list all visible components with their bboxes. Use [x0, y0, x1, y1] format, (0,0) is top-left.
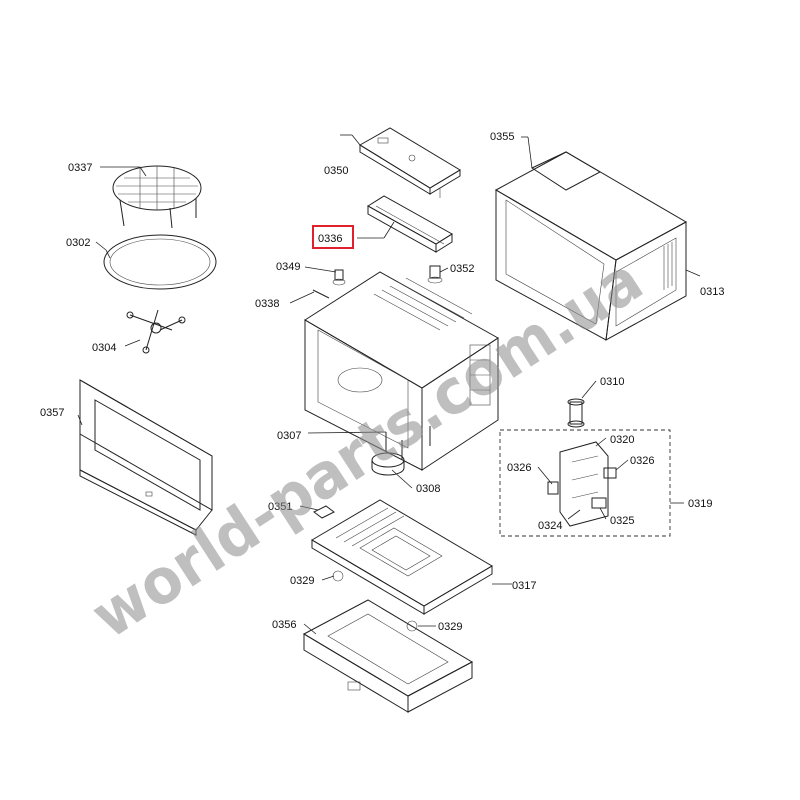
- roller-support-part: [126, 309, 186, 354]
- label-0329-left[interactable]: 0329: [290, 575, 314, 587]
- bottom-tray-part: [302, 599, 474, 713]
- part-labels: 0337 0302 0304 0357 0350 0336 0349 0352 …: [40, 131, 724, 633]
- bracket-0351-part: [313, 505, 335, 519]
- label-0310[interactable]: 0310: [600, 376, 624, 388]
- selected-part-highlight: [312, 225, 354, 249]
- label-0355[interactable]: 0355: [490, 131, 514, 143]
- label-0329-right[interactable]: 0329: [438, 621, 462, 633]
- fuse-holder-part: [567, 398, 585, 428]
- oven-cavity-part: [304, 271, 499, 471]
- label-0307[interactable]: 0307: [277, 430, 301, 442]
- grill-rack-part: [112, 165, 202, 229]
- label-0326-left[interactable]: 0326: [507, 462, 531, 474]
- label-0319[interactable]: 0319: [688, 498, 712, 510]
- label-0320[interactable]: 0320: [610, 434, 634, 446]
- top-cover-part: [359, 127, 461, 198]
- bracket-part: [367, 195, 453, 253]
- label-0302[interactable]: 0302: [66, 237, 90, 249]
- outer-casing-part: [494, 151, 688, 341]
- label-0351[interactable]: 0351: [268, 501, 292, 513]
- base-plate-part: [311, 499, 493, 615]
- label-0313[interactable]: 0313: [700, 286, 724, 298]
- door-frame-part: [79, 379, 213, 536]
- switch-assembly-group: [499, 429, 671, 537]
- label-0337[interactable]: 0337: [68, 162, 92, 174]
- leader-lines: [77, 134, 701, 635]
- label-0326-right[interactable]: 0326: [630, 455, 654, 467]
- turntable-plate-part: [103, 234, 217, 290]
- label-0325[interactable]: 0325: [610, 515, 634, 527]
- label-0352[interactable]: 0352: [450, 263, 474, 275]
- label-0357[interactable]: 0357: [40, 407, 64, 419]
- label-0356[interactable]: 0356: [272, 619, 296, 631]
- label-0338[interactable]: 0338: [255, 298, 279, 310]
- label-0324[interactable]: 0324: [538, 520, 562, 532]
- label-0308[interactable]: 0308: [416, 483, 440, 495]
- label-0349[interactable]: 0349: [276, 261, 300, 273]
- screw-0349-part: [332, 269, 346, 286]
- fixing-0352-part: [427, 265, 443, 284]
- label-0304[interactable]: 0304: [92, 342, 116, 354]
- pin-0338-part: [312, 289, 330, 299]
- turntable-motor-part: [371, 432, 405, 476]
- label-0350[interactable]: 0350: [324, 165, 348, 177]
- watermark-text: world-parts.com.ua: [78, 243, 655, 653]
- label-0317[interactable]: 0317: [512, 580, 536, 592]
- label-0336[interactable]: 0336: [318, 233, 342, 245]
